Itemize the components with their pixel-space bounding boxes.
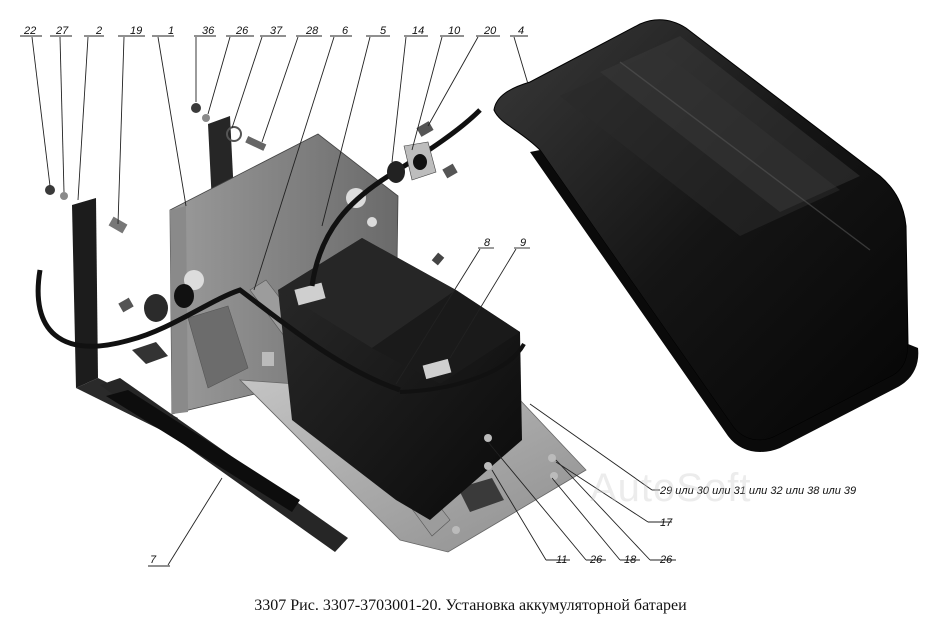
- callout-26-b: 26: [589, 554, 603, 566]
- callout-17: 17: [660, 517, 673, 529]
- callout-7: 7: [150, 554, 157, 566]
- leader-lines: [20, 35, 676, 567]
- figure-caption: 3307 Рис. 3307-3703001-20. Установка акк…: [254, 597, 687, 614]
- fasteners: [45, 103, 458, 366]
- callout-9: 9: [520, 237, 526, 249]
- callout-5: 5: [380, 25, 387, 37]
- callout-18: 18: [624, 554, 637, 566]
- battery-cover: [493, 19, 919, 452]
- callout-4: 4: [518, 25, 524, 37]
- callout-29-group: 29 или 30 или 31 или 32 или 38 или 39: [659, 485, 856, 497]
- watermark: AutoSoft: [590, 466, 752, 510]
- callout-10: 10: [448, 25, 461, 37]
- callout-14: 14: [412, 25, 424, 37]
- callout-8: 8: [484, 237, 491, 249]
- callout-22: 22: [23, 25, 36, 37]
- callout-26-c: 26: [659, 554, 673, 566]
- callout-37: 37: [270, 25, 283, 37]
- callout-19: 19: [130, 25, 142, 37]
- callout-20: 20: [483, 25, 497, 37]
- lower-frame: [100, 342, 348, 552]
- callout-27: 27: [55, 25, 69, 37]
- callout-28: 28: [305, 25, 319, 37]
- callout-labels: 22 27 2 19 1 36 26 37 28 6 5 14 10 20 4 …: [23, 25, 856, 566]
- callout-1: 1: [168, 25, 174, 37]
- callout-11: 11: [556, 554, 567, 566]
- callout-6: 6: [342, 25, 349, 37]
- grommets: [144, 141, 437, 322]
- callout-2: 2: [95, 25, 102, 37]
- callout-26: 26: [235, 25, 249, 37]
- battery: [278, 238, 558, 534]
- callout-36: 36: [202, 25, 215, 37]
